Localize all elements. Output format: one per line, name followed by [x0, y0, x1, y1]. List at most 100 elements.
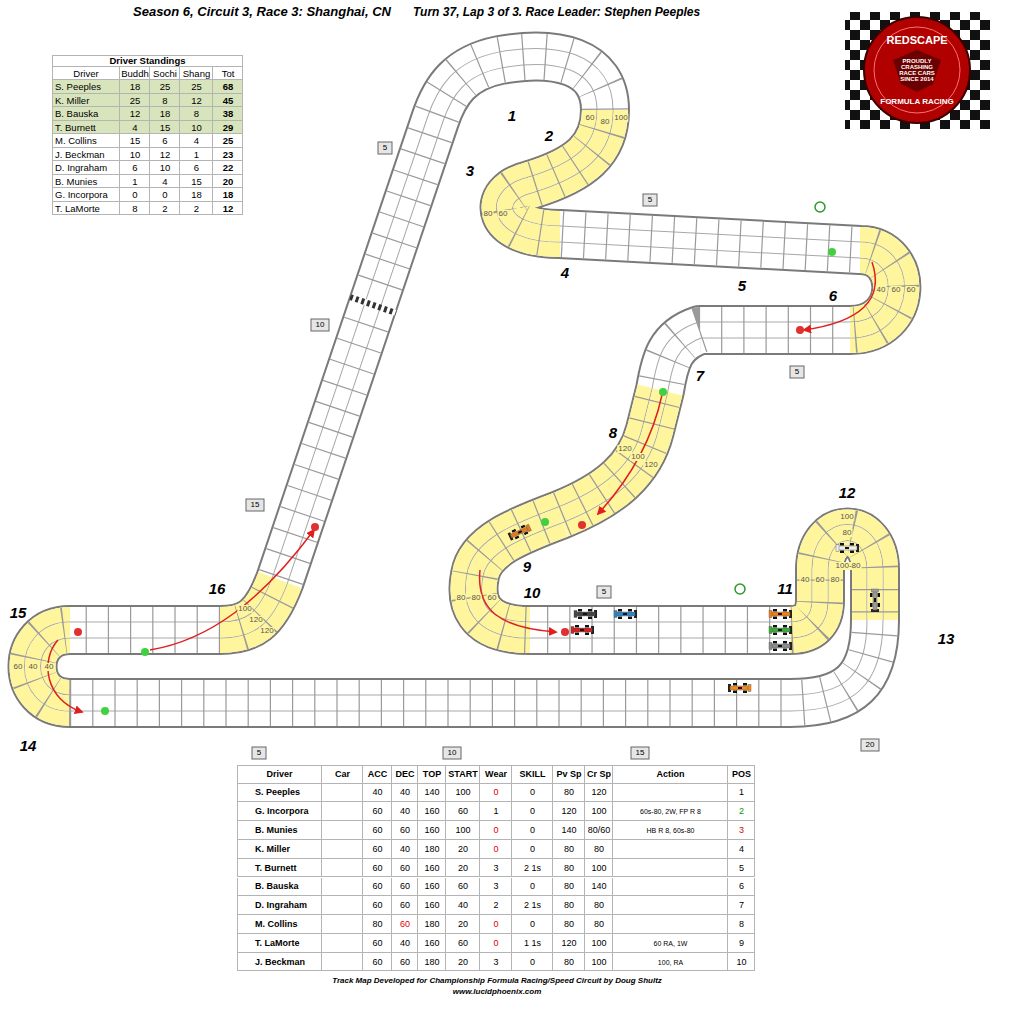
track	[33, 57, 897, 703]
corner-speed: 120	[643, 461, 658, 469]
move-arrow	[804, 262, 875, 330]
table-cell-border	[613, 896, 728, 915]
move-arrow	[150, 530, 314, 650]
distance-box	[311, 319, 329, 331]
table-cell: 100, RA	[613, 953, 728, 972]
distance-marker: 5	[795, 368, 799, 376]
corner-speed: 120	[259, 627, 274, 635]
table-cell: 22	[213, 161, 243, 175]
table-cell: 80	[553, 953, 585, 972]
track	[33, 57, 897, 703]
turn-number: 13	[938, 631, 955, 646]
track-car	[507, 523, 532, 542]
move-arrow	[480, 570, 556, 632]
table-cell: T. LaMorte	[52, 202, 120, 216]
table-cell: G. Incorpora	[237, 802, 322, 821]
table-cell-border	[322, 953, 363, 972]
table-cell-border	[322, 821, 363, 840]
table-cell: 18	[150, 107, 180, 121]
table-cell: 120	[553, 934, 585, 953]
table-cell-border	[322, 934, 363, 953]
table-cell: 0	[480, 821, 512, 840]
table-cell: 60	[392, 821, 418, 840]
table-cell: 15	[180, 175, 213, 189]
table-header: Driver	[237, 765, 322, 784]
table-title: Driver Standings	[52, 55, 243, 67]
logo-text: PROUDLY CRASHING RACE CARS SINCE 2014	[894, 58, 940, 82]
marker-dot	[74, 628, 82, 636]
table-cell: 40	[363, 784, 392, 803]
table-cell: 1	[480, 802, 512, 821]
table-cell: 4	[120, 121, 150, 135]
table-cell: 0	[120, 188, 150, 202]
table-cell-border	[613, 878, 728, 897]
track	[33, 57, 897, 703]
logo	[893, 50, 941, 92]
table-cell: 140	[553, 821, 585, 840]
table-cell-border	[613, 915, 728, 934]
table-cell: 160	[418, 802, 446, 821]
table-cell: 45	[213, 94, 243, 108]
table-cell: 20	[446, 840, 480, 859]
table-cell: 60	[392, 859, 418, 878]
corner-speed: 40	[28, 663, 39, 671]
corner-speed: 40	[876, 286, 887, 294]
logo	[845, 12, 990, 129]
table-cell-border	[322, 784, 363, 803]
table-cell: 3	[480, 953, 512, 972]
start-line	[350, 297, 396, 313]
table-cell: 40	[392, 802, 418, 821]
track-car	[614, 609, 637, 619]
distance-marker: 20	[866, 741, 875, 749]
turn-number: 16	[209, 581, 226, 596]
distance-box	[643, 194, 657, 206]
track	[33, 57, 897, 703]
table-cell: 20	[446, 953, 480, 972]
table-cell: 6	[120, 161, 150, 175]
table-cell-border	[322, 802, 363, 821]
table-cell: 0	[480, 934, 512, 953]
table-header: Pv Sp	[553, 765, 585, 784]
turn-number: 5	[738, 278, 746, 293]
logo-text: REDSCAPE	[886, 35, 947, 46]
table-cell: 2 1s	[512, 859, 553, 878]
table-cell: 3	[728, 821, 755, 840]
table-cell: D. Ingraham	[237, 896, 322, 915]
table-cell: 9	[728, 934, 755, 953]
table-cell: 1	[120, 175, 150, 189]
turn-number: 1	[508, 108, 516, 123]
track-car	[836, 543, 859, 553]
table-cell: 0	[480, 784, 512, 803]
table-cell: 20	[446, 915, 480, 934]
track-car	[769, 641, 792, 651]
race-status: Turn 37, Lap 3 of 3. Race Leader: Stephe…	[413, 6, 700, 18]
marker-dot	[578, 521, 586, 529]
table-cell: S. Peeples	[237, 784, 322, 803]
corner-speed: 120	[617, 445, 632, 453]
table-cell: 80	[553, 784, 585, 803]
table-cell: K. Miller	[237, 840, 322, 859]
turn-number: 15	[10, 605, 27, 620]
table-cell: 18	[213, 188, 243, 202]
table-cell: 1	[180, 148, 213, 162]
track	[33, 110, 897, 703]
table-header: Tot	[213, 67, 243, 80]
marker-dot	[659, 388, 667, 396]
table-cell: 60	[363, 934, 392, 953]
table-cell: B. Munies	[52, 175, 120, 189]
table-cell: 3	[480, 878, 512, 897]
distance-box	[861, 739, 879, 751]
table-cell: D. Ingraham	[52, 161, 120, 175]
corner-speed: 80	[456, 594, 467, 602]
distance-marker: 5	[648, 196, 652, 204]
table-cell: 120	[585, 784, 613, 803]
start-line	[350, 297, 396, 313]
table-cell: J. Beckman	[237, 953, 322, 972]
table-header: Car	[322, 765, 363, 784]
table-cell: 12	[180, 94, 213, 108]
table-cell: 60	[363, 840, 392, 859]
table-cell: 60 RA, 1W	[613, 934, 728, 953]
table-cell: 15	[120, 134, 150, 148]
table-cell: M. Collins	[237, 915, 322, 934]
corner-speed: 80	[471, 594, 482, 602]
